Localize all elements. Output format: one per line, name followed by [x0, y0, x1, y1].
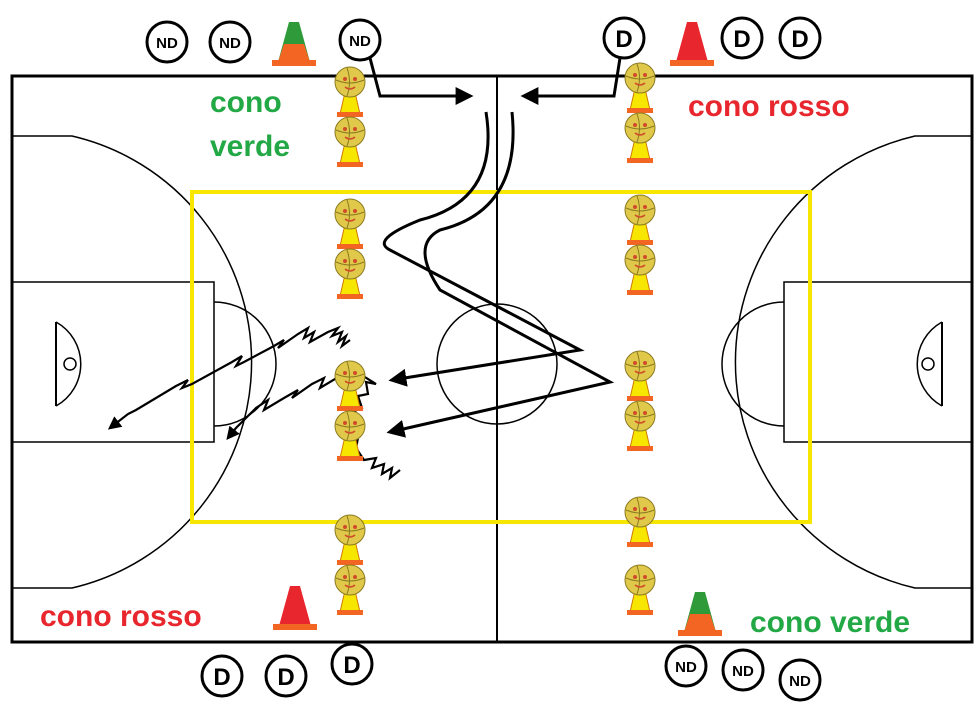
player-token-icon: ND	[338, 18, 382, 62]
right-key	[783, 281, 973, 443]
svg-text:D: D	[733, 26, 750, 53]
ball-on-cone-icon	[624, 496, 656, 548]
label-cone-green-top-1: cono	[210, 86, 282, 119]
ball-on-cone-icon	[334, 66, 366, 118]
ball-on-cone-icon	[624, 564, 656, 616]
yellow-drill-area	[190, 190, 812, 524]
player-token-icon: ND	[721, 648, 765, 692]
player-token-icon: D	[602, 16, 646, 60]
path-cut-1	[382, 111, 585, 387]
left-restricted-arc	[55, 321, 82, 407]
player-token-icon: D	[778, 16, 822, 60]
ball-on-cone-icon	[334, 514, 366, 566]
center-circle	[436, 303, 558, 425]
svg-text:D: D	[615, 26, 632, 53]
ball-on-cone-icon	[334, 116, 366, 168]
court-boundary	[10, 74, 974, 644]
svg-text:ND: ND	[675, 659, 697, 676]
player-token-icon: D	[200, 654, 244, 698]
path-cut-2	[386, 111, 615, 438]
right-free-throw-arc	[721, 301, 785, 427]
label-cone-red-bottom: cono rosso	[40, 600, 202, 633]
right-three-point-arc	[734, 135, 972, 589]
player-token-icon: ND	[145, 20, 189, 64]
ball-on-cone-icon	[624, 194, 656, 246]
ball-on-cone-icon	[624, 350, 656, 402]
svg-text:ND: ND	[349, 33, 371, 50]
left-free-throw-arc	[213, 301, 277, 427]
court	[10, 74, 974, 644]
svg-text:ND: ND	[732, 663, 754, 680]
player-token-icon: D	[330, 642, 374, 686]
left-three-point-arc	[12, 135, 253, 589]
right-hoop	[921, 357, 935, 371]
svg-text:D: D	[213, 664, 230, 691]
ball-on-cone-icon	[334, 564, 366, 616]
ball-on-cone-icon	[624, 62, 656, 114]
svg-text:ND: ND	[156, 35, 178, 52]
traffic-cone-icon	[272, 22, 316, 66]
left-hoop	[63, 357, 77, 371]
path-d-entry	[520, 57, 622, 105]
label-cone-red-top: cono rosso	[688, 90, 850, 123]
svg-text:D: D	[791, 26, 808, 53]
player-token-icon: ND	[778, 658, 822, 702]
ball-on-cone-icon	[624, 400, 656, 452]
path-dribble-1	[107, 325, 351, 430]
path-nd-entry	[368, 57, 474, 105]
path-dribble-2	[226, 368, 401, 481]
svg-text:D: D	[343, 652, 360, 679]
ball-on-cone-icon	[624, 244, 656, 296]
svg-text:ND: ND	[219, 35, 241, 52]
ball-on-cone-icon	[334, 198, 366, 250]
label-cone-green-bottom: cono verde	[750, 606, 910, 639]
player-token-icon: ND	[208, 20, 252, 64]
player-token-icon: ND	[664, 644, 708, 688]
traffic-cone-icon	[273, 586, 317, 630]
ball-on-cone-icon	[334, 248, 366, 300]
svg-text:D: D	[277, 664, 294, 691]
movement-paths	[107, 57, 622, 481]
right-ball-cone-column	[624, 62, 656, 616]
player-token-icon: D	[264, 654, 308, 698]
traffic-cone-icon	[678, 592, 722, 636]
top-player-tokens: ND ND ND D D D	[145, 16, 822, 64]
bottom-player-tokens: D D D ND ND ND	[200, 642, 822, 702]
traffic-cone-icon	[670, 22, 714, 66]
player-token-icon: D	[720, 16, 764, 60]
right-restricted-arc	[916, 321, 943, 407]
svg-text:ND: ND	[789, 673, 811, 690]
left-key	[11, 281, 215, 443]
ball-on-cone-icon	[624, 112, 656, 164]
label-cone-green-top-2: verde	[210, 130, 290, 163]
